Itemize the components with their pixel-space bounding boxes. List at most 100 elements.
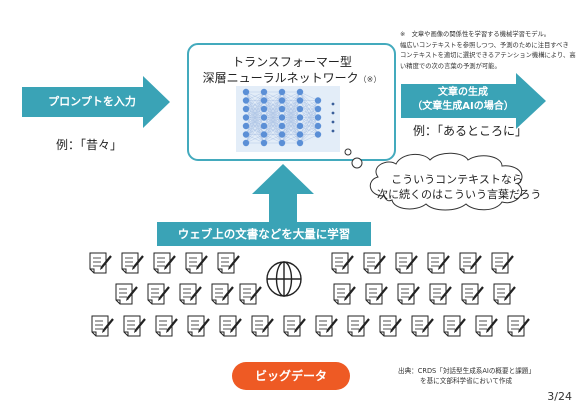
network-connection bbox=[281, 91, 301, 127]
model-title-line2: 深層ニューラルネットワーク bbox=[202, 71, 359, 85]
document-icon bbox=[475, 315, 498, 337]
output-arrow-label-line1: 文章の生成 bbox=[438, 87, 488, 98]
globe-icon bbox=[266, 261, 302, 297]
network-output-dot bbox=[331, 102, 335, 106]
network-connection bbox=[263, 91, 283, 135]
document-icon bbox=[147, 283, 170, 305]
network-connection bbox=[245, 91, 265, 127]
document-icon bbox=[251, 315, 274, 337]
model-title-line1: トランスフォーマー型 bbox=[232, 55, 352, 69]
document-icon bbox=[427, 252, 450, 274]
network-connection bbox=[245, 108, 265, 144]
document-icons bbox=[89, 252, 530, 337]
network-node bbox=[278, 131, 286, 138]
document-icon bbox=[219, 315, 242, 337]
network-output-dot bbox=[331, 120, 335, 124]
network-connection bbox=[281, 117, 301, 144]
thought-bubble-dot-medium bbox=[351, 157, 363, 169]
document-icon bbox=[365, 283, 388, 305]
footnote-line: い精度での次の言葉の予測が可能。 bbox=[400, 62, 501, 70]
document-icon bbox=[217, 252, 240, 274]
network-node bbox=[314, 122, 322, 130]
network-connection bbox=[263, 91, 283, 127]
network-connection bbox=[281, 108, 301, 144]
network-connection bbox=[281, 100, 301, 144]
network-connection bbox=[281, 91, 301, 101]
network-connection bbox=[263, 91, 283, 101]
network-node bbox=[296, 97, 304, 104]
network-node bbox=[296, 139, 304, 147]
network-connection bbox=[299, 100, 319, 118]
network-connection bbox=[263, 100, 283, 144]
thought-bubble-dot-small bbox=[344, 148, 352, 156]
page-number: 3/24 bbox=[547, 390, 572, 403]
network-connection bbox=[245, 100, 265, 144]
document-icon bbox=[397, 283, 420, 305]
network-connection bbox=[281, 91, 301, 110]
network-node bbox=[260, 105, 268, 113]
network-node bbox=[260, 122, 268, 130]
network-connection bbox=[245, 91, 265, 110]
network-connection bbox=[263, 117, 283, 144]
thought-bubble-cloud bbox=[369, 152, 523, 211]
document-icon bbox=[153, 252, 176, 274]
output-example: 例：「あるところに」 bbox=[412, 124, 527, 138]
input-arrow bbox=[22, 76, 170, 128]
network-connection bbox=[299, 134, 319, 144]
network-node bbox=[314, 131, 322, 138]
network-connection bbox=[299, 108, 319, 144]
network-node bbox=[278, 114, 286, 121]
network-node bbox=[242, 131, 250, 138]
network-connection bbox=[299, 100, 319, 135]
source-line2: を基に文部科学省において作成 bbox=[420, 377, 513, 385]
document-icon bbox=[379, 315, 402, 337]
network-node bbox=[278, 97, 286, 104]
network-node bbox=[242, 97, 250, 104]
network-connection bbox=[281, 91, 301, 135]
document-icon bbox=[283, 315, 306, 337]
network-node bbox=[242, 139, 250, 147]
network-node bbox=[260, 131, 268, 138]
thought-bubble-line1: こういうコンテキストなら bbox=[391, 173, 523, 186]
document-icon bbox=[211, 283, 234, 305]
neural-network-background bbox=[236, 86, 340, 152]
output-arrow bbox=[401, 73, 546, 129]
network-connection bbox=[263, 91, 283, 110]
network-node bbox=[242, 88, 250, 96]
learning-banner: ウェブ上の文書などを大量に学習 bbox=[157, 222, 371, 246]
network-connection bbox=[263, 134, 283, 144]
network-connection bbox=[299, 125, 319, 144]
network-node bbox=[278, 139, 286, 147]
model-footnote: ※ 文章や画像の関係性を学習する機械学習モデル。 幅広いコンテキストを参照しつつ… bbox=[400, 30, 578, 72]
document-icon bbox=[491, 252, 514, 274]
document-icon bbox=[239, 283, 262, 305]
document-icon bbox=[155, 315, 178, 337]
network-node bbox=[314, 97, 322, 104]
document-icon bbox=[331, 252, 354, 274]
model-title: トランスフォーマー型 深層ニューラルネットワーク（※） bbox=[192, 54, 392, 88]
network-connection bbox=[245, 134, 265, 144]
network-connection bbox=[245, 125, 265, 144]
model-title-note: （※） bbox=[358, 75, 382, 84]
input-example: 例：「昔々」 bbox=[55, 138, 122, 152]
network-node bbox=[296, 131, 304, 138]
network-connection bbox=[263, 91, 283, 118]
network-node bbox=[296, 105, 304, 113]
footnote-line: 幅広いコンテキストを参照しつつ、予測のために注目すべき bbox=[400, 41, 569, 49]
document-icon bbox=[115, 283, 138, 305]
network-node bbox=[296, 114, 304, 121]
thought-bubble-text: こういうコンテキストなら 次に続くのはこういう言葉だろう bbox=[377, 172, 541, 202]
network-connection bbox=[281, 125, 301, 144]
network-node bbox=[278, 88, 286, 96]
document-icon bbox=[89, 252, 112, 274]
network-connection bbox=[245, 91, 265, 101]
network-node bbox=[296, 122, 304, 130]
network-node bbox=[278, 122, 286, 130]
network-node bbox=[260, 97, 268, 104]
source-line1: 出典：CRDS「対話型生成系AIの概要と課題」 bbox=[398, 367, 535, 375]
document-icon bbox=[185, 252, 208, 274]
document-icon bbox=[347, 315, 370, 337]
document-icon bbox=[121, 252, 144, 274]
document-icon bbox=[123, 315, 146, 337]
